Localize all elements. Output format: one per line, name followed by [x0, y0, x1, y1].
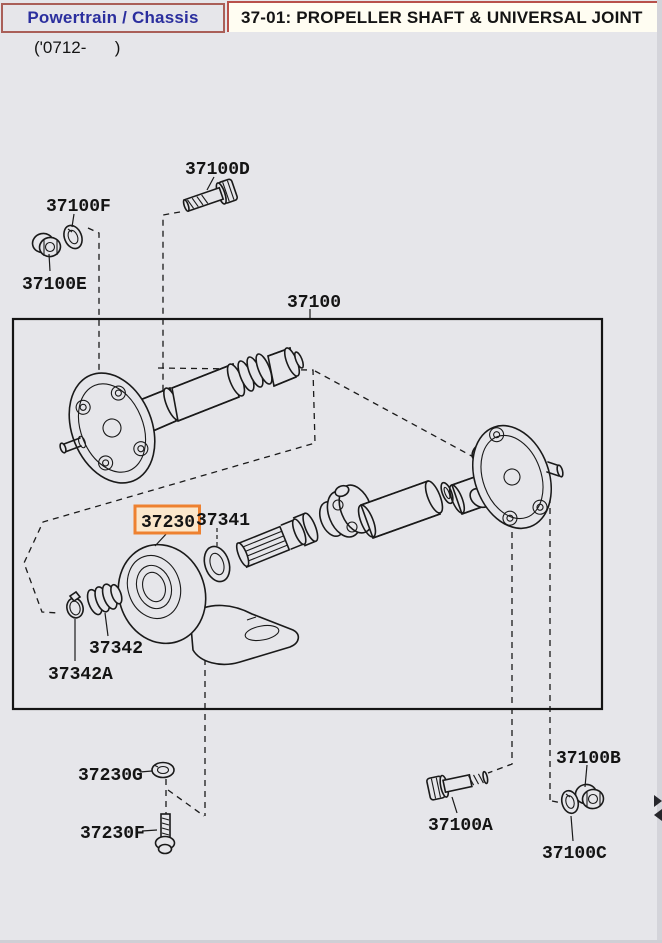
bottom-edge-strip — [0, 940, 662, 943]
part-label-37100b[interactable]: 37100B — [556, 749, 621, 769]
part-37100f-washer-drawing — [63, 224, 83, 250]
part-label-37230g[interactable]: 37230G — [78, 766, 143, 786]
breadcrumb-label: Powertrain / Chassis — [27, 8, 199, 27]
part-label-37100f[interactable]: 37100F — [46, 197, 111, 217]
part-label-37100a[interactable]: 37100A — [428, 816, 493, 836]
section-title: 37-01: PROPELLER SHAFT & UNIVERSAL JOINT — [241, 7, 643, 27]
panel-splitter-handle[interactable] — [653, 794, 662, 822]
part-label-37342[interactable]: 37342 — [89, 639, 143, 659]
front-propeller-shaft-drawing — [59, 346, 305, 484]
part-label-37230f[interactable]: 37230F — [80, 824, 145, 844]
right-edge-strip — [657, 0, 662, 943]
rear-propeller-shaft-drawing — [66, 424, 564, 666]
part-label-37100[interactable]: 37100 — [287, 293, 341, 313]
part-37100d-bolt-drawing — [182, 178, 239, 213]
part-37100e-nut-drawing — [31, 232, 62, 258]
part-label-37100c[interactable]: 37100C — [542, 844, 607, 864]
part-label-37342a[interactable]: 37342A — [48, 665, 113, 685]
section-title-bar: 37-01: PROPELLER SHAFT & UNIVERSAL JOINT — [227, 1, 662, 32]
part-label-37341[interactable]: 37341 — [196, 511, 250, 531]
dashed-assembly-lines — [23, 211, 563, 817]
diagram-box — [11, 317, 604, 711]
part-37100c-washer-drawing — [560, 789, 580, 815]
selected-part-highlight — [133, 504, 201, 535]
part-label-37100e[interactable]: 37100E — [22, 275, 87, 295]
part-37230g-washer-drawing — [151, 761, 175, 779]
breadcrumb-link[interactable]: Powertrain / Chassis — [1, 3, 225, 33]
splitter-left-arrow-icon — [654, 809, 662, 821]
part-37100a-bolt-drawing — [426, 770, 489, 801]
part-37230f-bolt-drawing — [154, 813, 176, 855]
model-year-range: ('0712- ) — [34, 38, 121, 57]
splitter-right-arrow-icon — [654, 795, 662, 807]
leader-lines — [48, 176, 588, 842]
part-label-37230[interactable]: 37230 — [141, 513, 195, 533]
part-label-37100d[interactable]: 37100D — [185, 160, 250, 180]
